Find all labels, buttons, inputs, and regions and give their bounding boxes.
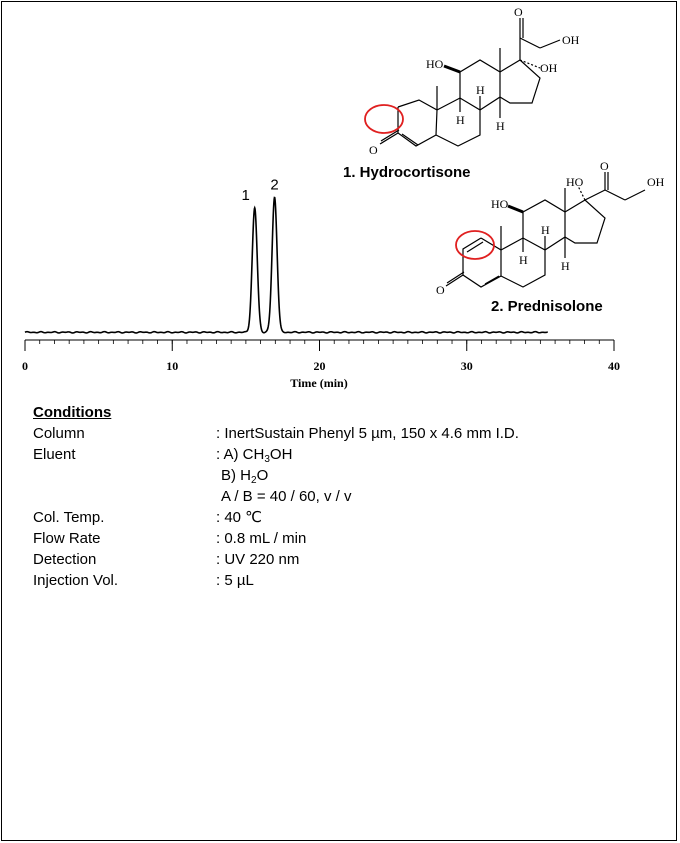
eluent-b-value: B) H2O (221, 467, 269, 486)
x-tick-label-30: 30 (461, 359, 473, 373)
detection-key: Detection (33, 551, 97, 568)
prednisolone-atom-oh-side: OH (647, 175, 665, 189)
hydrocortisone-atom-oh-17: OH (540, 61, 558, 75)
eluent-key: Eluent (33, 446, 76, 463)
prednisolone-atom-h-3: H (561, 259, 570, 273)
detection-value: : UV 220 nm (216, 551, 300, 568)
hydrocortisone-atom-oh-side: OH (562, 33, 580, 47)
x-axis-major-ticks (24, 340, 615, 351)
prednisolone-atom-h-1: H (519, 253, 528, 267)
prednisolone-atom-o-ketone: O (600, 159, 609, 173)
prednisolone-atom-h-2: H (541, 223, 550, 237)
peak-label-2: 2 (270, 176, 278, 193)
x-tick-label-10: 10 (166, 359, 178, 373)
hydrocortisone-atom-ho: HO (426, 57, 444, 71)
temp-value: : 40 ℃ (216, 509, 263, 526)
prednisolone-atom-ho-17: HO (566, 175, 584, 189)
temp-key: Col. Temp. (33, 509, 105, 526)
column-value: : InertSustain Phenyl 5 µm, 150 x 4.6 mm… (216, 425, 519, 442)
flow-key: Flow Rate (33, 530, 101, 547)
chromatogram-trace (24, 196, 548, 334)
prednisolone-atom-o-ring: O (436, 283, 445, 297)
hydrocortisone-atom-h-2: H (476, 83, 485, 97)
x-tick-label-40: 40 (608, 359, 620, 373)
hydrocortisone-atom-h-1: H (456, 113, 465, 127)
peak-label-1: 1 (242, 187, 250, 204)
hydrocortisone-highlight-circle (364, 104, 404, 134)
flow-value: : 0.8 mL / min (216, 530, 307, 547)
conditions-heading: Conditions (33, 404, 112, 421)
hydrocortisone-atom-h-3: H (496, 119, 505, 133)
prednisolone-highlight-circle (455, 230, 495, 260)
prednisolone-atom-ho-11: HO (491, 197, 509, 211)
hydrocortisone-structure (379, 18, 561, 147)
chromatogram-chart: 1 2 0 10 20 30 40 Time (min) (22, 5, 665, 390)
hydrocortisone-atom-o-ketone: O (514, 5, 523, 19)
injection-value: : 5 µL (216, 572, 254, 589)
prednisolone-label: 2. Prednisolone (491, 298, 603, 315)
prednisolone-structure (445, 172, 646, 288)
column-key: Column (33, 425, 85, 442)
x-tick-label-0: 0 (22, 359, 28, 373)
eluent-ratio-value: A / B = 40 / 60, v / v (221, 488, 352, 505)
x-axis-title: Time (min) (290, 376, 347, 390)
hydrocortisone-label: 1. Hydrocortisone (343, 164, 471, 181)
eluent-a-value: : A) CH3OH (216, 446, 293, 465)
hydrocortisone-atom-o-ring: O (369, 143, 378, 157)
injection-key: Injection Vol. (33, 572, 119, 589)
x-tick-label-20: 20 (314, 359, 326, 373)
